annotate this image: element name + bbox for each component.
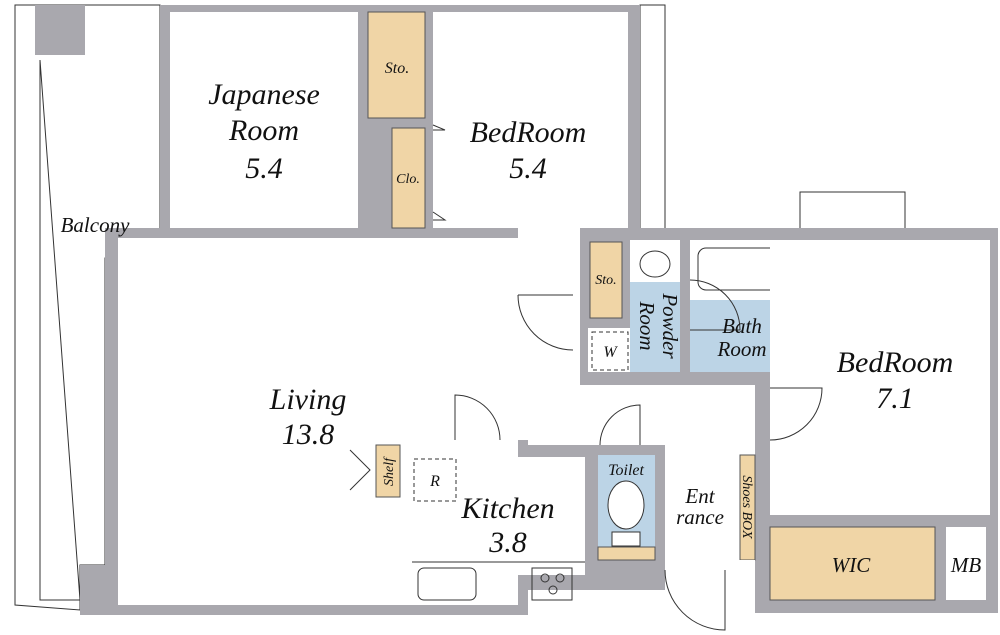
bedroom-north (433, 12, 628, 228)
door[interactable] (689, 279, 741, 331)
washer-label: W (603, 344, 618, 361)
door[interactable] (454, 394, 501, 441)
shoes-box-label: Shoes BOX (739, 475, 754, 539)
storage-label: Sto. (385, 60, 409, 77)
japanese-room-label: Room (228, 114, 299, 147)
entrance-label: Ent (684, 484, 715, 508)
bedroom-label: BedRoom (837, 346, 954, 379)
storage-wet (589, 241, 623, 319)
hallway (528, 385, 755, 445)
closet-label: Clo. (396, 172, 420, 187)
shelf-label: Shelf (382, 456, 397, 486)
bedroom-size: 7.1 (876, 382, 914, 415)
bath-room-label: Bath (722, 314, 762, 338)
mb (946, 527, 986, 600)
entrance-label: rance (676, 505, 724, 529)
stove-icon (531, 567, 573, 601)
bedroom-size: 5.4 (509, 152, 547, 185)
storage-label: Sto. (595, 273, 616, 288)
bedroom-east (770, 240, 990, 515)
entrance-door-area (665, 560, 755, 615)
wic-label: WIC (832, 553, 871, 577)
kitchen-label: Kitchen (460, 492, 554, 525)
sink-icon (639, 250, 671, 278)
kitchen (412, 457, 585, 575)
shelf-door (349, 449, 371, 491)
bedroom-label: BedRoom (470, 116, 587, 149)
japanese-room-label: Japanese (208, 78, 320, 111)
kitchen-size: 3.8 (488, 526, 527, 559)
japanese-room-size: 5.4 (245, 152, 283, 185)
balcony-rail (39, 59, 81, 601)
living-label: Living (269, 383, 347, 416)
storage-top (367, 11, 426, 119)
door[interactable] (769, 387, 823, 441)
closet-door (432, 124, 447, 221)
door[interactable] (599, 404, 641, 446)
door[interactable] (517, 294, 574, 351)
washer-space (588, 328, 630, 372)
bath-room-label: Room (717, 337, 767, 361)
window-bay (799, 191, 906, 233)
closet (391, 127, 426, 229)
powder-room-label: Room (635, 301, 659, 351)
living-size: 13.8 (282, 418, 335, 451)
shelf (375, 444, 401, 498)
refrigerator-label: R (429, 473, 440, 490)
washer-outline (591, 331, 629, 371)
entrance (665, 455, 740, 560)
entrance-door[interactable] (664, 569, 726, 631)
toilet-label: Toilet (608, 462, 644, 479)
japanese-room (170, 12, 358, 228)
window-bay (639, 4, 666, 231)
column (35, 5, 85, 55)
refrigerator-outline (413, 458, 457, 502)
mb-label: MB (950, 553, 981, 577)
kitchen-sink-icon (417, 567, 477, 601)
toilet-icon (607, 480, 645, 530)
wic (769, 526, 936, 601)
powder-room-label: Powder (658, 292, 682, 359)
balcony-label: Balcony (61, 213, 130, 237)
